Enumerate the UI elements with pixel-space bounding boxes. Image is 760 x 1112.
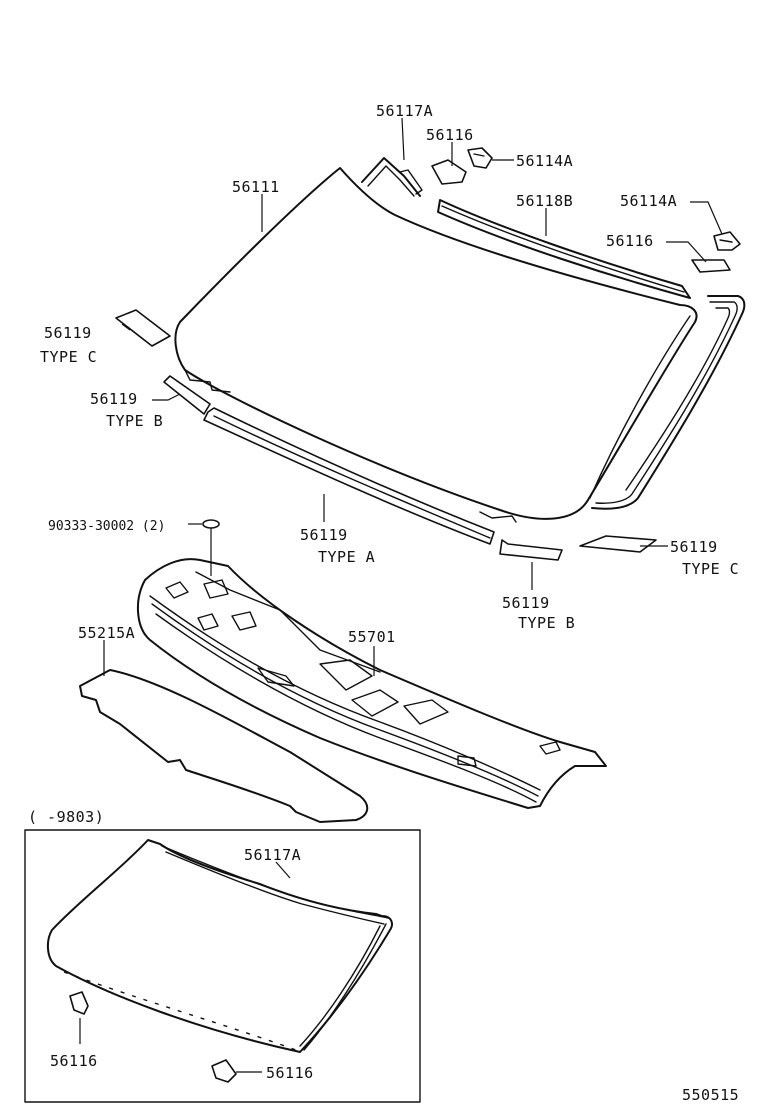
part-labels: 56117A 56116 56114A 56111 56118B 56114A … [28,102,739,1104]
label-56116-right: 56116 [606,232,654,250]
label-type-c-right: TYPE C [682,560,739,578]
seal-55215a [79,669,369,823]
label-56114a-right: 56114A [620,192,677,210]
molding-56117a-top [361,157,423,197]
label-56119-type-a: 56119 [300,526,348,544]
clip-56116-top [431,159,467,185]
label-56119-type-b-left: 56119 [90,390,138,408]
dam-56119-type-b-right [499,539,563,561]
label-56116-top: 56116 [426,126,474,144]
clip-56116-right [691,259,731,273]
clip-90333 [202,519,220,529]
label-inset-56116-right: 56116 [266,1064,314,1082]
label-inset-56116-left: 56116 [50,1052,98,1070]
molding-56118b [437,199,691,299]
label-56119-type-b-right: 56119 [502,594,550,612]
label-90333-30002: 90333-30002 (2) [48,519,165,534]
label-inset-56117a: 56117A [244,846,301,864]
label-56118b: 56118B [516,192,573,210]
label-56119-type-c-right: 56119 [670,538,718,556]
dam-56119-type-a [203,407,495,545]
label-56117a-top: 56117A [376,102,433,120]
label-type-c-left: TYPE C [40,348,97,366]
label-55215a: 55215A [78,624,135,642]
clip-56114a-top [467,147,493,169]
dam-56119-type-b-left [163,375,211,415]
leader-lines [103,117,723,676]
label-type-b-right: TYPE B [518,614,575,632]
cowl-panel-55701 [136,558,607,809]
diagram-id: 550515 [682,1086,739,1104]
label-56111: 56111 [232,178,280,196]
label-56114a-top: 56114A [516,152,573,170]
clip-56114a-right [713,231,741,251]
windshield-glass [174,167,698,523]
label-type-a: TYPE A [318,548,375,566]
inset-variant-box [24,829,421,1103]
molding-right-side [591,295,746,510]
label-inset-range: ( -9803) [28,808,104,826]
label-55701: 55701 [348,628,396,646]
label-56119-type-c-left: 56119 [44,324,92,342]
spacer-56119-type-c-right [579,535,657,553]
spacer-56119-type-c-left [115,309,171,347]
label-type-b-left: TYPE B [106,412,163,430]
